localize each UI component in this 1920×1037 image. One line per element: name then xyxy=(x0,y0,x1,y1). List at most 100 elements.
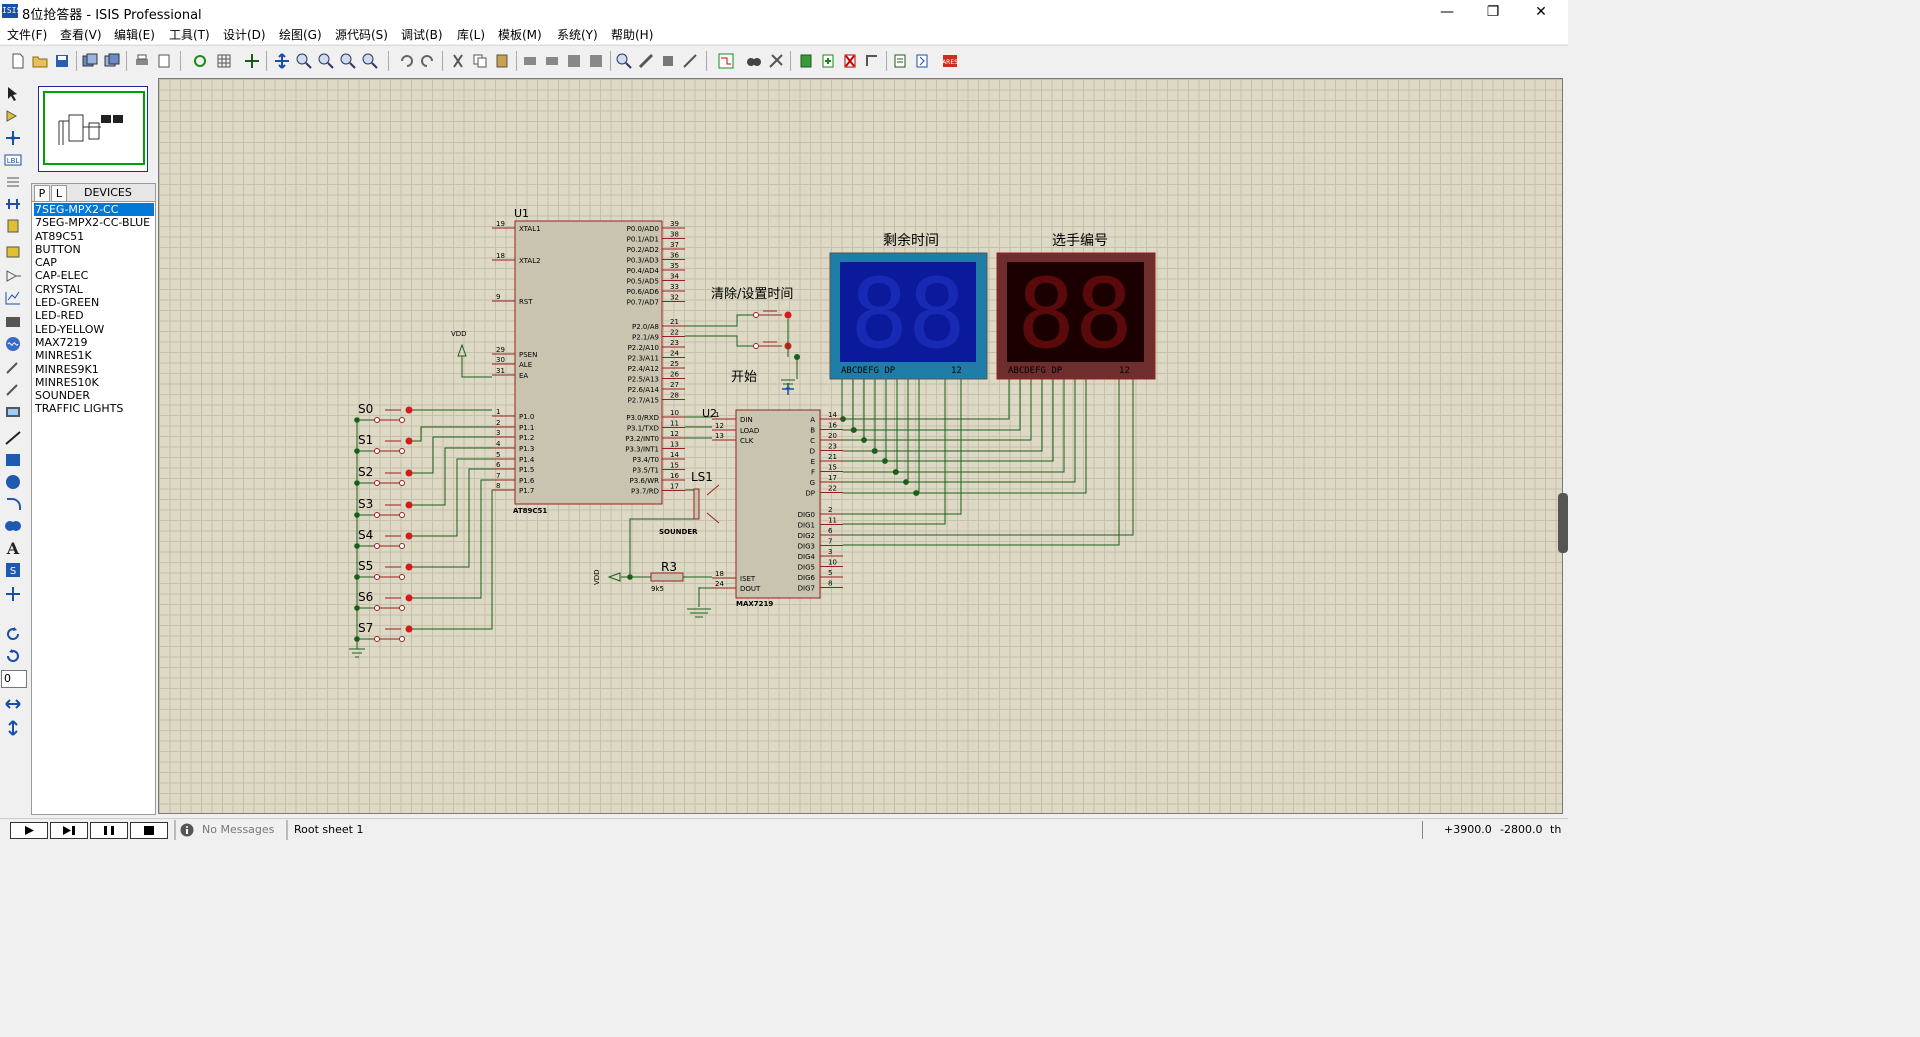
menu-view[interactable]: 查看(V) xyxy=(60,28,102,42)
buses-icon[interactable] xyxy=(4,196,22,212)
device-list-item[interactable]: LED-GREEN xyxy=(35,296,100,310)
subcircuit-icon[interactable] xyxy=(4,218,22,234)
print-icon[interactable] xyxy=(134,53,150,69)
import-icon[interactable] xyxy=(82,53,98,69)
device-list-item[interactable]: MINRES9K1 xyxy=(35,362,99,376)
vertical-scrollbar-thumb[interactable] xyxy=(1558,493,1568,553)
menu-debug[interactable]: 调试(B) xyxy=(401,28,443,42)
redo-icon[interactable] xyxy=(420,53,436,69)
block-rotate-icon[interactable] xyxy=(566,53,582,69)
open-folder-icon[interactable] xyxy=(32,53,48,69)
rotate-anticlockwise-icon[interactable] xyxy=(4,648,22,664)
device-list-item[interactable]: MINRES1K xyxy=(35,349,92,363)
menu-template[interactable]: 模板(M) xyxy=(498,28,542,42)
minimize-button[interactable]: — xyxy=(1440,4,1454,20)
bill-of-materials-icon[interactable] xyxy=(892,53,908,69)
play-button[interactable] xyxy=(10,822,48,839)
device-list-item[interactable]: 7SEG-MPX2-CC-BLUE xyxy=(35,216,151,230)
block-delete-icon[interactable] xyxy=(588,53,604,69)
arc-tool-icon[interactable] xyxy=(4,496,22,512)
packaging-icon[interactable] xyxy=(660,53,676,69)
zoom-all-icon[interactable] xyxy=(340,53,356,69)
refresh-icon[interactable] xyxy=(192,53,208,69)
device-list-item[interactable]: LED-YELLOW xyxy=(35,322,105,336)
copy-icon[interactable] xyxy=(472,53,488,69)
menu-edit[interactable]: 编辑(E) xyxy=(114,28,155,42)
overview-window[interactable] xyxy=(38,86,148,172)
overview-visible-area[interactable] xyxy=(43,91,145,165)
box-tool-icon[interactable] xyxy=(4,452,22,468)
remove-sheet-icon[interactable] xyxy=(842,53,858,69)
device-list-item[interactable]: MAX7219 xyxy=(35,335,88,349)
sounder-body[interactable] xyxy=(693,488,700,520)
message-count[interactable]: No Messages xyxy=(202,823,275,836)
mirror-vertical-icon[interactable] xyxy=(4,720,22,736)
device-list-item[interactable]: SOUNDER xyxy=(35,389,90,403)
switch-s5[interactable]: S5 xyxy=(358,559,413,580)
symbol-tool-icon[interactable]: S xyxy=(4,562,22,578)
add-sheet-icon[interactable] xyxy=(820,53,836,69)
voltage-probe-icon[interactable] xyxy=(4,360,22,376)
device-list-item[interactable]: BUTTON xyxy=(35,242,81,256)
text-tool-icon[interactable]: A xyxy=(4,540,22,556)
clear-pushbutton[interactable] xyxy=(753,310,792,319)
block-copy-icon[interactable] xyxy=(522,53,538,69)
origin-icon[interactable] xyxy=(244,53,260,69)
zoom-out-icon[interactable] xyxy=(318,53,334,69)
device-list-item[interactable]: TRAFFIC LIGHTS xyxy=(35,402,124,416)
junction-dot-icon[interactable] xyxy=(4,130,22,146)
menu-system[interactable]: 系统(Y) xyxy=(557,28,598,42)
pause-button[interactable] xyxy=(90,822,128,839)
switch-s0[interactable]: S0 xyxy=(358,402,413,423)
block-move-icon[interactable] xyxy=(544,53,560,69)
switch-s1[interactable]: S1 xyxy=(358,433,413,454)
device-list-item[interactable]: 7SEG-MPX2-CC xyxy=(34,203,154,217)
pick-devices-button[interactable]: P xyxy=(34,185,50,202)
component-mode-icon[interactable] xyxy=(4,108,22,124)
exit-parent-icon[interactable] xyxy=(864,53,880,69)
graph-mode-icon[interactable] xyxy=(4,290,22,306)
property-tool-icon[interactable] xyxy=(768,53,784,69)
pick-device-icon[interactable] xyxy=(616,53,632,69)
rotate-clockwise-icon[interactable] xyxy=(4,626,22,642)
path-tool-icon[interactable] xyxy=(4,518,22,534)
menu-graph[interactable]: 绘图(G) xyxy=(279,28,322,42)
step-button[interactable] xyxy=(50,822,88,839)
stop-button[interactable] xyxy=(130,822,168,839)
cut-icon[interactable] xyxy=(450,53,466,69)
menu-library[interactable]: 库(L) xyxy=(457,28,486,42)
export-icon[interactable] xyxy=(104,53,120,69)
zoom-in-icon[interactable] xyxy=(296,53,312,69)
mirror-horizontal-icon[interactable] xyxy=(4,696,22,712)
search-tag-icon[interactable] xyxy=(746,53,762,69)
r3-resistor[interactable] xyxy=(650,572,684,582)
schematic-drawing[interactable]: U1 AT89C51 19XTAL118XTAL29RST29PSEN30ALE… xyxy=(159,79,1562,813)
area-icon[interactable] xyxy=(156,53,172,69)
selection-mode-icon[interactable] xyxy=(4,86,22,102)
switch-s3[interactable]: S3 xyxy=(358,497,413,518)
wire-autoroute-icon[interactable] xyxy=(718,53,734,69)
undo-icon[interactable] xyxy=(398,53,414,69)
new-sheet-icon[interactable] xyxy=(798,53,814,69)
device-pins-icon[interactable] xyxy=(4,268,22,284)
switch-s7[interactable]: S7 xyxy=(358,621,413,642)
u1-body[interactable] xyxy=(514,220,663,505)
make-device-icon[interactable] xyxy=(638,53,654,69)
switch-s2[interactable]: S2 xyxy=(358,465,413,486)
zoom-area-icon[interactable] xyxy=(362,53,378,69)
device-list-item[interactable]: AT89C51 xyxy=(35,229,85,243)
marker-tool-icon[interactable] xyxy=(4,586,22,602)
virtual-instruments-icon[interactable] xyxy=(4,404,22,420)
menu-design[interactable]: 设计(D) xyxy=(223,28,266,42)
device-list-item[interactable]: CAP-ELEC xyxy=(35,269,89,283)
text-script-icon[interactable] xyxy=(4,174,22,190)
restore-button[interactable]: ❐ xyxy=(1486,4,1500,20)
device-list-item[interactable]: LED-RED xyxy=(35,309,84,323)
device-list-item[interactable]: CAP xyxy=(35,256,57,270)
switch-s4[interactable]: S4 xyxy=(358,528,413,549)
start-pushbutton[interactable] xyxy=(753,341,792,350)
line-tool-icon[interactable] xyxy=(4,430,22,446)
new-file-icon[interactable] xyxy=(10,53,26,69)
menu-tools[interactable]: 工具(T) xyxy=(169,28,210,42)
